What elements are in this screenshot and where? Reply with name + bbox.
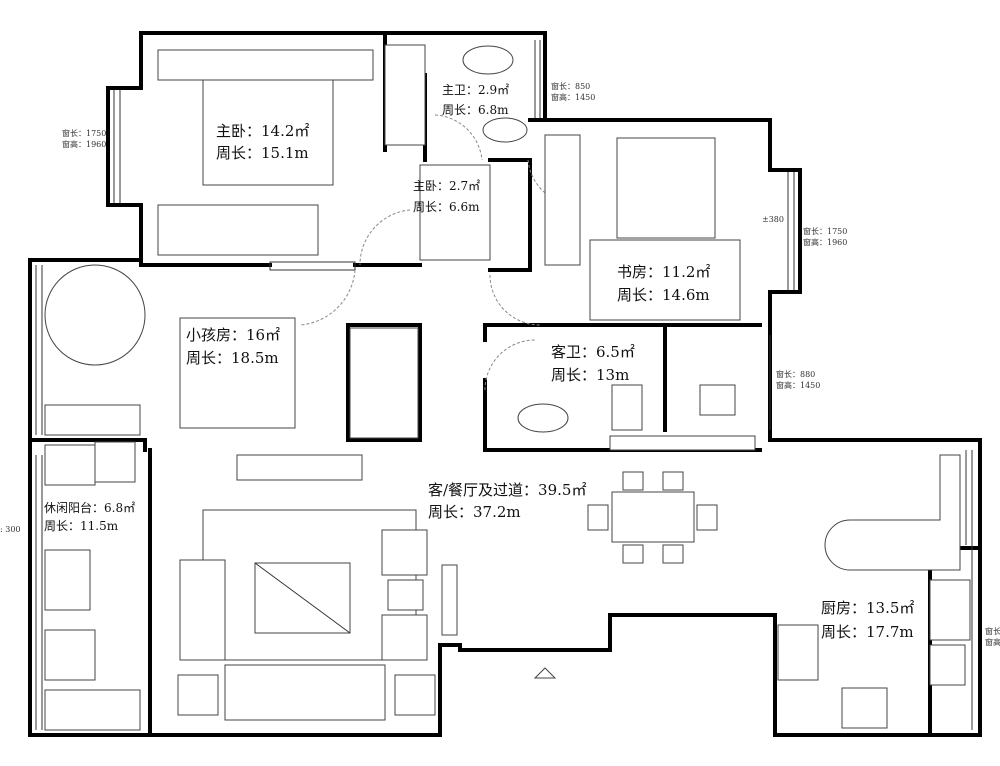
window-note-length: 窗长：1750	[62, 128, 106, 138]
room-study-name: 书房：11.2㎡	[617, 263, 710, 281]
dining-table	[611, 491, 695, 543]
sofa	[224, 664, 386, 721]
room-balcony-perimeter: 周长：11.5m	[44, 519, 119, 533]
room-master-bath-perimeter: 周长：6.8m	[442, 103, 509, 117]
room-labels: 主卧：14.2㎡ 周长：15.1m 主卫：2.9㎡ 周长：6.8m 主卧：2.7…	[44, 83, 914, 641]
window-note-length: 窗长	[985, 626, 1000, 636]
room-living-dining-name: 客/餐厅及过道：39.5㎡	[428, 481, 586, 499]
kid-bed	[179, 317, 296, 429]
window-note-height: 窗高：1450	[776, 380, 820, 390]
room-guest-bath-name: 客卫：6.5㎡	[551, 343, 635, 361]
entrance-arrow-icon	[533, 667, 557, 679]
window-note-length: 窗长：850	[551, 81, 590, 91]
window-note-height: 窗高：1450	[551, 92, 595, 102]
room-master-closet-perimeter: 周长：6.6m	[413, 200, 480, 214]
window-notes: 窗长：1750 窗高：1960 窗长：850 窗高：1450 窗长：1750 窗…	[0, 81, 1000, 647]
study-bed	[616, 137, 716, 239]
room-kitchen-name: 厨房：13.5㎡	[821, 599, 914, 617]
window-note-length: 窗长：880	[776, 369, 815, 379]
room-kids-name: 小孩房：16㎡	[186, 326, 280, 344]
room-master-bath-name: 主卫：2.9㎡	[442, 83, 509, 97]
basin	[462, 45, 514, 75]
room-kitchen-perimeter: 周长：17.7m	[821, 623, 914, 641]
room-balcony-name: 休闲阳台：6.8㎡	[44, 500, 135, 515]
room-master-closet-name: 主卧：2.7㎡	[413, 179, 480, 193]
room-kids-perimeter: 周长：18.5m	[186, 349, 279, 367]
toilet	[482, 117, 528, 143]
master-wardrobe	[384, 44, 426, 146]
master-bed	[202, 74, 334, 186]
window-note-height: 窗高：1960	[803, 237, 847, 247]
window-note-length: : 300	[0, 525, 21, 534]
furniture	[44, 44, 971, 731]
room-guest-bath-perimeter: 周长：13m	[551, 366, 629, 384]
tv-cabinet	[236, 454, 363, 481]
window-note-height: 窗高：1960	[62, 139, 106, 149]
room-living-dining-perimeter: 周长：37.2m	[428, 503, 521, 521]
kitchen-island	[824, 454, 961, 571]
window-note-length: 窗长：1750	[803, 226, 847, 236]
kid-wardrobe	[349, 327, 419, 439]
room-master-bedroom-name: 主卧：14.2㎡	[216, 122, 309, 140]
room-study-perimeter: 周长：14.6m	[617, 286, 710, 304]
elevation-mark: ±380	[762, 215, 784, 224]
room-master-bedroom-perimeter: 周长：15.1m	[216, 144, 309, 162]
window-note-height: 窗高	[985, 637, 1000, 647]
windows-glazing	[35, 40, 973, 730]
